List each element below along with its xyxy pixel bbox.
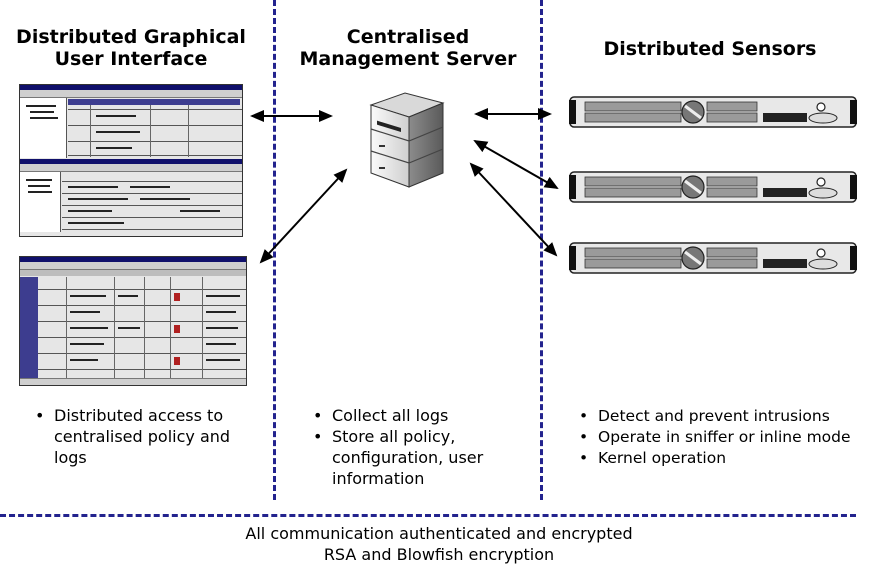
list-item: Collect all logs xyxy=(308,405,523,426)
sensor-appliance-icon xyxy=(569,96,857,128)
list-item: Kernel operation xyxy=(574,448,876,469)
gui-screenshot-icon xyxy=(19,256,247,386)
sensors-heading: Distributed Sensors xyxy=(603,38,817,60)
sensors-bullets: Detect and prevent intrusions Operate in… xyxy=(574,406,876,469)
gui-heading: Distributed Graphical User Interface xyxy=(16,26,246,70)
footer-line-1: All communication authenticated and encr… xyxy=(245,524,633,543)
bidirectional-arrow-icon xyxy=(469,162,558,257)
server-bullets: Collect all logs Store all policy, confi… xyxy=(308,405,523,489)
gui-bullets: Distributed access to centralised policy… xyxy=(30,405,255,468)
list-item: Detect and prevent intrusions xyxy=(574,406,876,427)
footer-line-2: RSA and Blowfish encryption xyxy=(323,545,555,564)
server-tower-icon xyxy=(369,92,445,188)
gui-screenshot-icon xyxy=(19,84,243,237)
sensor-appliance-icon xyxy=(569,242,857,274)
divider-bottom xyxy=(0,514,856,517)
sensor-appliance-icon xyxy=(569,171,857,203)
server-heading: Centralised Management Server xyxy=(299,26,517,70)
list-item: Distributed access to centralised policy… xyxy=(30,405,255,468)
bidirectional-arrow-icon xyxy=(259,168,348,264)
list-item: Store all policy, configuration, user in… xyxy=(308,426,523,489)
list-item: Operate in sniffer or inline mode xyxy=(574,427,876,448)
